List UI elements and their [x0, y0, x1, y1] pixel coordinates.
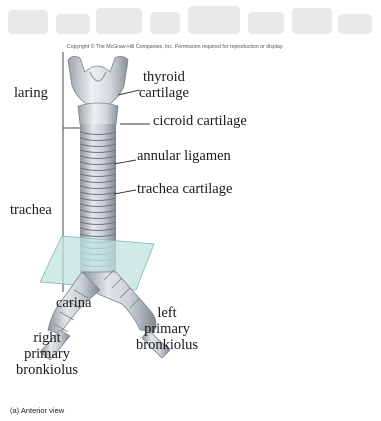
- label-left-line3: bronkiolus: [136, 338, 198, 354]
- figure-caption: (a) Anterior view: [10, 406, 64, 415]
- label-thyroid-cartilage: thyroid cartilage: [139, 70, 189, 102]
- label-cricoid-cartilage: cicroid cartilage: [153, 114, 247, 130]
- label-annular-ligamen: annular ligamen: [137, 149, 231, 165]
- thyroid-cartilage-shape: [68, 56, 128, 106]
- label-thyroid-line2: cartilage: [139, 86, 189, 102]
- label-thyroid-line1: thyroid: [139, 70, 189, 86]
- label-left-primary-bronkiolus: left primary bronkiolus: [136, 306, 198, 354]
- leader-lines: [114, 90, 150, 194]
- label-left-line2: primary: [136, 322, 198, 338]
- label-right-primary-bronkiolus: right primary bronkiolus: [16, 331, 78, 379]
- label-carina: carina: [56, 296, 91, 312]
- label-left-line1: left: [136, 306, 198, 322]
- label-right-line2: primary: [16, 347, 78, 363]
- label-trachea: trachea: [10, 203, 52, 219]
- label-right-line3: bronkiolus: [16, 363, 78, 379]
- label-laring: laring: [14, 86, 48, 102]
- label-trachea-cartilage: trachea cartilage: [137, 182, 232, 198]
- label-right-line1: right: [16, 331, 78, 347]
